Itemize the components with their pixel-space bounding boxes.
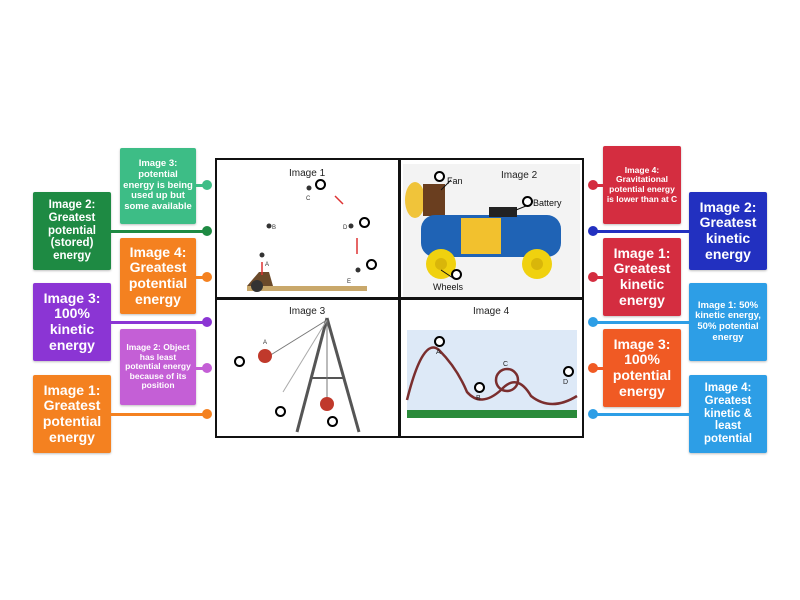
drop-target-image3-a[interactable]: [234, 356, 245, 367]
drop-target-image1-e[interactable]: [366, 259, 377, 270]
coaster-point-a: A: [436, 349, 441, 356]
label-right-6[interactable]: Image 4: Greatest kinetic & least potent…: [689, 375, 767, 453]
label-left-6[interactable]: Image 1: Greatest potential energy: [33, 375, 111, 453]
label-left-3-anchor[interactable]: [202, 272, 212, 282]
label-left-2[interactable]: Image 2: Greatest potential (stored) ene…: [33, 192, 111, 270]
label-left-4[interactable]: Image 3: 100% kinetic energy: [33, 283, 111, 361]
coaster-point-c: C: [503, 361, 508, 368]
label-right-2-anchor[interactable]: [588, 226, 598, 236]
projectile-point-b: B: [272, 225, 276, 231]
label-left-6-anchor[interactable]: [202, 409, 212, 419]
label-left-2-anchor[interactable]: [202, 226, 212, 236]
panel-1-title: Image 1: [289, 168, 326, 179]
label-left-3-stem: [196, 276, 206, 279]
label-left-6-stem: [111, 413, 207, 416]
drop-target-image2-battery[interactable]: [522, 196, 533, 207]
panel-2-title: Image 2: [501, 170, 538, 181]
label-left-5-stem: [196, 367, 206, 370]
label-left-4-anchor[interactable]: [202, 317, 212, 327]
drop-target-image2-wheels[interactable]: [451, 269, 462, 280]
drop-target-image4-b[interactable]: [474, 382, 485, 393]
label-left-2-stem: [111, 230, 207, 233]
label-right-4-stem: [593, 321, 689, 324]
car-wheels-label: Wheels: [433, 282, 464, 292]
swing-illustration: A: [258, 317, 361, 433]
projectile-point-c: C: [306, 196, 311, 202]
projectile-point-d: D: [343, 225, 348, 231]
label-right-6-anchor[interactable]: [588, 409, 598, 419]
label-left-1[interactable]: Image 3: potential energy is being used …: [120, 148, 196, 224]
panel-3-title: Image 3: [289, 306, 326, 317]
projectile-point-a: A: [265, 262, 269, 268]
label-right-3[interactable]: Image 1: Greatest kinetic energy: [603, 238, 681, 316]
car-battery-label: Battery: [533, 198, 562, 208]
projectile-illustration: A B C D E: [247, 185, 367, 292]
label-right-5[interactable]: Image 3: 100% potential energy: [603, 329, 681, 407]
drop-target-image2-fan[interactable]: [434, 171, 445, 182]
label-right-3-stem: [593, 276, 603, 279]
drop-target-image4-d[interactable]: [563, 366, 574, 377]
panel-4-title: Image 4: [473, 306, 510, 317]
label-right-1-stem: [593, 184, 603, 187]
projectile-point-e: E: [347, 279, 351, 285]
label-left-1-anchor[interactable]: [202, 180, 212, 190]
drop-target-image4-a[interactable]: [434, 336, 445, 347]
panel-image-3: Image 3 A: [215, 298, 400, 438]
coaster-point-b: B: [476, 395, 481, 402]
panel-image-4: Image 4 A B C D: [399, 298, 584, 438]
label-right-1[interactable]: Image 4: Gravitational potential energy …: [603, 146, 681, 224]
drop-target-image1-d[interactable]: [359, 217, 370, 228]
label-right-1-anchor[interactable]: [588, 180, 598, 190]
label-right-2-stem: [593, 230, 689, 233]
panel-image-1: Image 1 A B C D E: [215, 158, 400, 299]
label-right-5-anchor[interactable]: [588, 363, 598, 373]
label-right-6-stem: [593, 413, 689, 416]
label-right-2[interactable]: Image 2: Greatest kinetic energy: [689, 192, 767, 270]
fan-car-illustration: Fan Battery Wheels: [403, 164, 580, 297]
label-right-5-stem: [593, 367, 603, 370]
swing-point-a: A: [263, 340, 267, 346]
coaster-point-d: D: [563, 379, 568, 386]
roller-coaster-illustration: A B C D: [405, 330, 578, 418]
panel-image-2: Fan Battery Wheels Image 2: [399, 158, 584, 299]
drop-target-image3-bottom[interactable]: [327, 416, 338, 427]
label-left-3[interactable]: Image 4: Greatest potential energy: [120, 238, 196, 314]
car-fan-label: Fan: [447, 176, 463, 186]
label-left-4-stem: [111, 321, 207, 324]
label-left-1-stem: [196, 184, 206, 187]
drop-target-image3-mid[interactable]: [275, 406, 286, 417]
label-right-4-anchor[interactable]: [588, 317, 598, 327]
drop-target-image1-top[interactable]: [315, 179, 326, 190]
label-left-5[interactable]: Image 2: Object has least potential ener…: [120, 329, 196, 405]
label-right-3-anchor[interactable]: [588, 272, 598, 282]
label-left-5-anchor[interactable]: [202, 363, 212, 373]
label-right-4[interactable]: Image 1: 50% kinetic energy, 50% potenti…: [689, 283, 767, 361]
